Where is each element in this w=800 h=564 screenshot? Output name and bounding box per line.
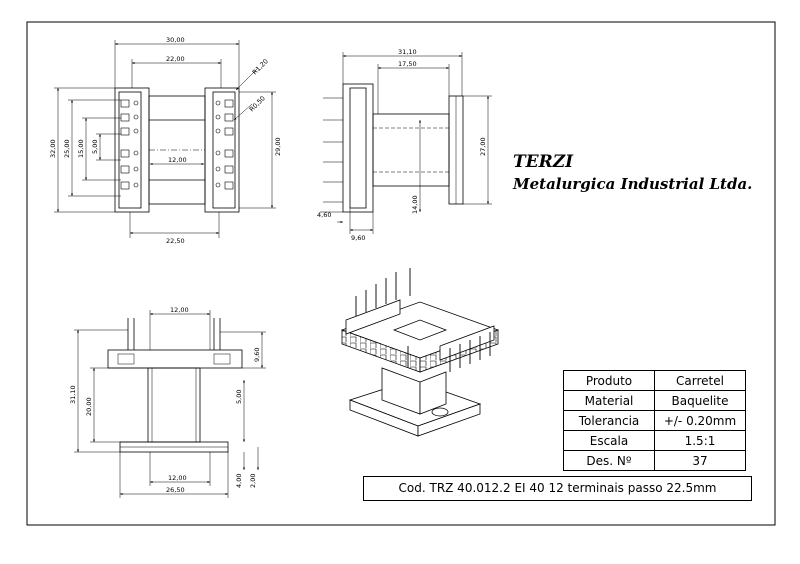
dim-side-height: 27,00	[479, 137, 487, 156]
dim-top-height-c: 5,00	[91, 140, 99, 154]
dim-side-width-overall: 31,10	[398, 48, 417, 56]
dim-top-window: 12,00	[168, 156, 187, 164]
title-block-row: Produto Carretel	[563, 370, 746, 391]
title-block-value: +/- 0.20mm	[654, 410, 746, 431]
dim-front-base-a: 4,00	[235, 474, 243, 488]
dim-front-body-height: 20,00	[85, 397, 93, 416]
dim-front-height-overall: 31,10	[69, 385, 77, 404]
title-block-row: Des. Nº 37	[563, 450, 746, 471]
title-block-value: 1.5:1	[654, 430, 746, 451]
front-view	[74, 310, 266, 498]
dim-side-base-depth: 9,60	[351, 234, 365, 242]
isometric-view	[340, 268, 500, 437]
title-block-label: Escala	[563, 430, 655, 451]
dim-front-bottom-inner: 12,00	[168, 474, 187, 482]
title-block-label: Produto	[563, 370, 655, 391]
title-block-label: Material	[563, 390, 655, 411]
title-block: Produto Carretel Material Baquelite Tole…	[563, 370, 746, 471]
dim-front-base-b: 2,00	[249, 474, 257, 488]
dim-top-height-a: 25,00	[63, 139, 71, 158]
dim-top-radius-2: R0,50	[248, 94, 267, 113]
dim-front-center: 5,00	[235, 390, 243, 404]
part-code: Cod. TRZ 40.012.2 EI 40 12 terminais pas…	[363, 476, 752, 501]
dim-top-height-b: 15,00	[77, 139, 85, 158]
top-view	[54, 40, 276, 238]
dim-top-height-overall: 32,00	[49, 139, 57, 158]
title-block-value: 37	[654, 450, 746, 471]
dim-front-flange-height: 9,60	[253, 348, 261, 362]
title-block-row: Escala 1.5:1	[563, 430, 746, 451]
dim-side-pin-offset: 4,60	[317, 211, 331, 219]
side-view-labels: 31,10 17,50 27,00 14,00 4,60 9,60	[317, 48, 487, 242]
dim-top-radius-1: R1,20	[251, 57, 270, 76]
title-block-row: Material Baquelite	[563, 390, 746, 411]
dim-front-bottom-outer: 26,50	[166, 486, 185, 494]
dim-side-pin-height: 14,00	[411, 195, 419, 214]
dim-top-width-inner: 22,00	[166, 55, 185, 63]
front-view-labels: 12,00 31,10 20,00 9,60 5,00 12,00 26,50 …	[69, 306, 261, 494]
dim-side-width-inner: 17,50	[398, 60, 417, 68]
side-view	[320, 52, 492, 234]
title-block-value: Carretel	[654, 370, 746, 391]
drawing-frame	[26, 21, 776, 526]
company-subtitle: Metalurgica Industrial Ltda.	[513, 175, 753, 193]
dim-top-width-base: 22,50	[166, 237, 185, 245]
title-block-label: Des. Nº	[563, 450, 655, 471]
dim-top-height-right: 29,00	[274, 137, 282, 156]
title-block-row: Tolerancia +/- 0.20mm	[563, 410, 746, 431]
top-view-labels: 30,00 22,00 12,00 22,50 R1,20 R0,50 32,0…	[49, 36, 282, 245]
company-name: TERZI	[513, 152, 574, 172]
dim-front-top-width: 12,00	[170, 306, 189, 314]
title-block-value: Baquelite	[654, 390, 746, 411]
dim-top-width-overall: 30,00	[166, 36, 185, 44]
title-block-label: Tolerancia	[563, 410, 655, 431]
